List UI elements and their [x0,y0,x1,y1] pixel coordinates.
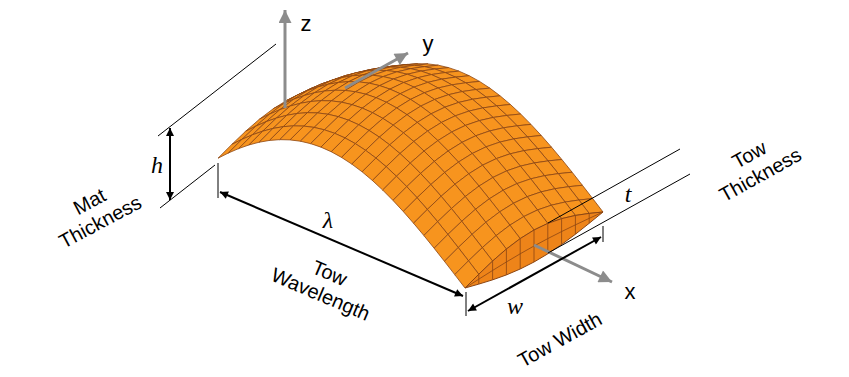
dimension-arrow [169,128,171,200]
extension-line [466,292,467,316]
axis-label: x [625,281,636,303]
end-face-outline [465,212,603,288]
extension-line [158,44,276,136]
dimension-arrow [468,237,601,311]
dimension-symbol: λ [323,208,333,232]
end-face-grid [465,212,603,288]
extension-line [218,163,219,198]
dimension-label: Tow Wavelength [261,239,389,328]
dimension-label: Tow Width [514,308,606,373]
extension-line [603,226,604,242]
axis-label: y [423,33,434,55]
axis-label: z [301,13,312,35]
tow-surface [218,64,603,288]
extension-line [548,149,680,223]
dimension-label: Tow Thickness [700,121,810,210]
dimension-symbol: h [151,153,163,177]
z-axis [284,10,287,108]
extension-line [160,165,215,208]
tow-end-face [465,212,603,288]
dimension-label: Mat Thickness [40,168,150,256]
x-axis [534,245,612,282]
dimension-symbol: w [507,294,523,318]
dimension-symbol: t [625,182,632,206]
y-axis [345,53,408,88]
extension-line [548,174,690,253]
